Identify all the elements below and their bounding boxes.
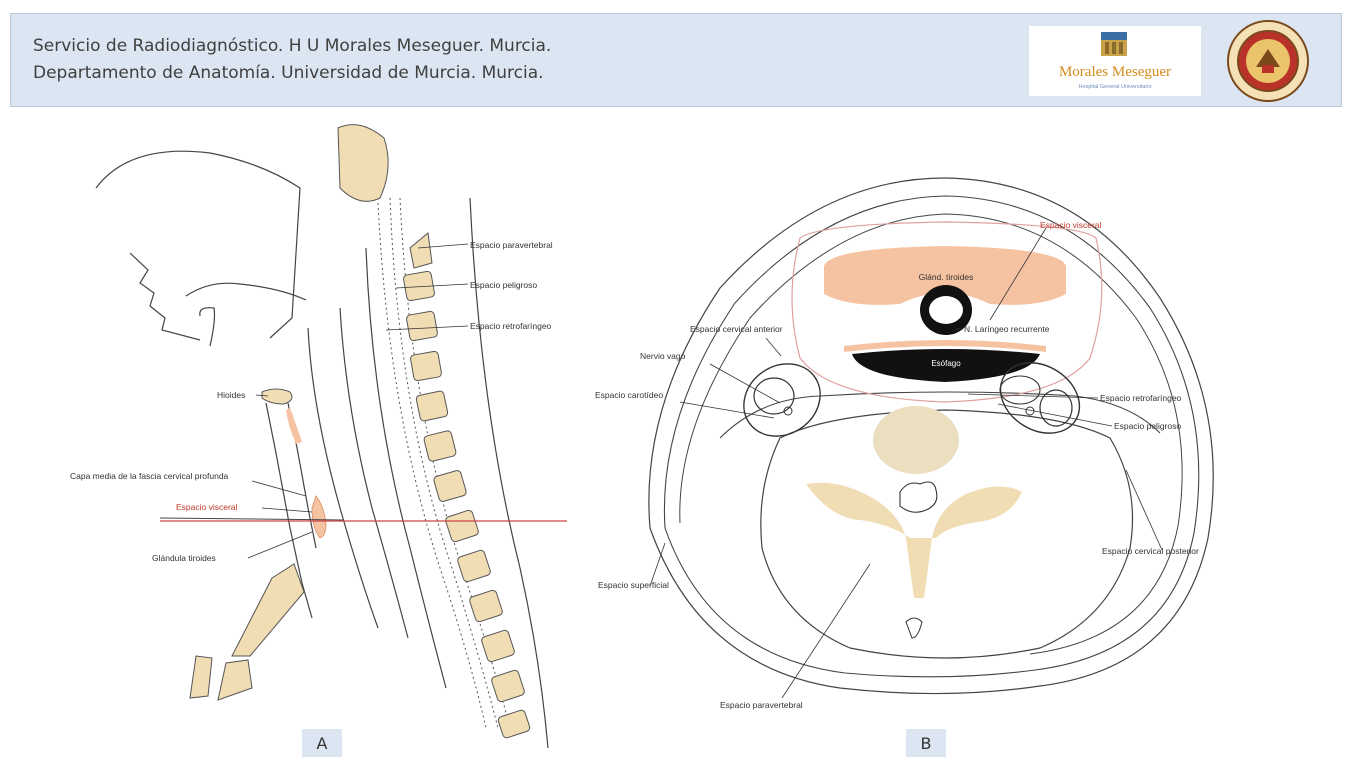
panel-b-axial-diagram: Espacio visceral Glánd. tiroides Tráquea… — [595, 178, 1213, 710]
label-espacio-carotideo: Espacio carotídeo — [595, 390, 663, 400]
vertebra — [497, 709, 530, 739]
leader-line — [248, 532, 312, 558]
head-outline — [96, 151, 300, 338]
label-espacio-cervical-posterior: Espacio cervical posterior — [1102, 546, 1199, 556]
sternum-bone — [232, 564, 304, 656]
panel-label-a: A — [302, 729, 342, 757]
label-hioides: Hioides — [217, 390, 245, 400]
header-banner: Servicio de Radiodiagnóstico. H U Morale… — [10, 13, 1342, 107]
panel-a-sagittal-diagram: Espacio paravertebral Espacio peligroso … — [70, 125, 567, 748]
label-espacio-peligroso-a: Espacio peligroso — [470, 280, 537, 290]
label-espacio-visceral-b: Espacio visceral — [1040, 220, 1102, 230]
university-seal — [1226, 19, 1310, 103]
vertebra — [410, 351, 442, 381]
label-espacio-peligroso-b: Espacio peligroso — [1114, 421, 1181, 431]
header-title-line1: Servicio de Radiodiagnóstico. H U Morale… — [33, 36, 551, 56]
vertebra — [416, 390, 449, 421]
label-espacio-visceral-a: Espacio visceral — [176, 502, 238, 512]
skull-base-bone — [338, 125, 388, 202]
label-n-laringeo-recurrente: N. Laríngeo recurrente — [964, 324, 1050, 334]
vertebral-laminae — [806, 483, 1022, 598]
leader-line — [782, 564, 870, 698]
hospital-logo: Morales Meseguer Hospital General Univer… — [1029, 26, 1201, 96]
anatomy-diagram: Espacio paravertebral Espacio peligroso … — [0, 108, 1353, 758]
label-espacio-paravertebral-a: Espacio paravertebral — [470, 240, 553, 250]
vertebra — [406, 311, 438, 341]
label-traquea: Tráquea — [931, 306, 961, 315]
leader-line — [766, 338, 781, 356]
vertebra — [469, 589, 504, 622]
epiglottis-shape — [286, 408, 302, 444]
vertebra — [491, 669, 526, 702]
vertebra — [445, 509, 480, 542]
label-espacio-retrofaringeo-b: Espacio retrofaríngeo — [1100, 393, 1182, 403]
leader-line — [252, 481, 306, 496]
vertebra — [423, 430, 456, 462]
label-espacio-superficial: Espacio superficial — [598, 580, 669, 590]
hospital-logo-subtext: Hospital General Universitario — [1078, 84, 1151, 90]
spinal-canal — [900, 482, 937, 512]
label-espacio-retrofaringeo-a: Espacio retrofaríngeo — [470, 321, 552, 331]
carotid-sheath-left — [730, 349, 835, 451]
pharynx-wall — [308, 328, 378, 628]
palate-outline — [186, 283, 306, 300]
diagram-stage: Espacio paravertebral Espacio peligroso … — [0, 108, 1353, 758]
vertebra — [433, 470, 467, 503]
face-profile — [130, 253, 200, 340]
label-glandula-tiroides: Glándula tiroides — [152, 553, 216, 563]
label-espacio-cervical-anterior: Espacio cervical anterior — [690, 324, 783, 334]
header-title-line2: Departamento de Anatomía. Universidad de… — [33, 63, 544, 83]
hospital-logo-name: Morales Meseguer — [1059, 64, 1171, 80]
label-capa-media: Capa media de la fascia cervical profund… — [70, 471, 229, 481]
label-esofago: Esófago — [931, 359, 961, 368]
label-nervio-vago: Nervio vago — [640, 351, 686, 361]
label-espacio-paravertebral-b: Espacio paravertebral — [720, 700, 803, 710]
label-gland-tiroides: Glánd. tiroides — [919, 272, 974, 282]
vertebra — [457, 549, 492, 582]
vertebral-body — [873, 406, 959, 474]
vertebra — [481, 629, 516, 662]
hospital-logo-graphic: Morales Meseguer Hospital General Univer… — [1029, 26, 1201, 96]
thyroid-gland-sagittal — [312, 496, 326, 538]
hyoid-bone — [262, 389, 292, 404]
university-seal-icon — [1226, 19, 1310, 103]
panel-label-b: B — [906, 729, 946, 757]
